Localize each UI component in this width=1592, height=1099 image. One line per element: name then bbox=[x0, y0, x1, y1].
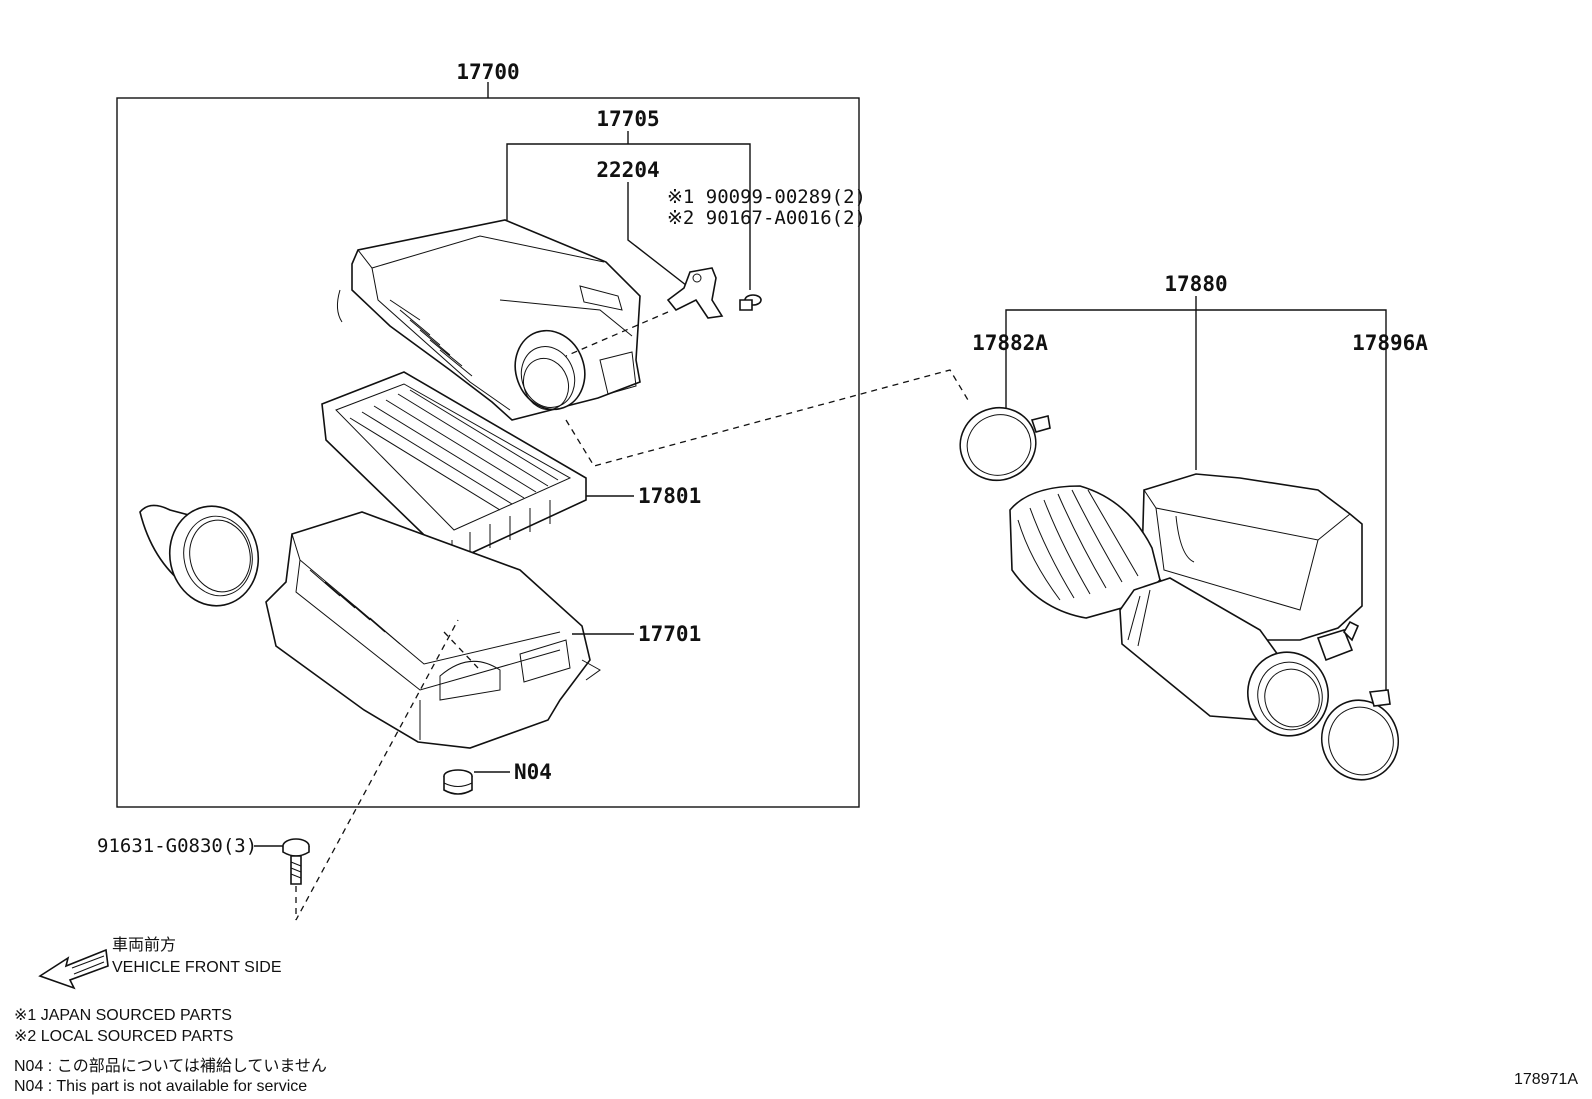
label-screw-1: ※1 90099-00289(2) bbox=[667, 186, 866, 208]
label-17880: 17880 bbox=[1164, 272, 1227, 296]
label-22204: 22204 bbox=[596, 158, 659, 182]
note-sourced-1: ※1 JAPAN SOURCED PARTS bbox=[14, 1007, 232, 1024]
cap-bracket bbox=[506, 143, 751, 290]
air-cleaner-cap bbox=[336, 219, 641, 421]
label-17701: 17701 bbox=[638, 622, 701, 646]
label-bolt: 91631-G0830(3) bbox=[97, 835, 257, 857]
front-arrow-icon bbox=[38, 948, 109, 990]
case-dashed-link bbox=[443, 631, 479, 669]
air-filter-17801 bbox=[321, 371, 587, 563]
label-17705: 17705 bbox=[596, 107, 659, 131]
label-17700: 17700 bbox=[456, 60, 519, 84]
cushion-n04 bbox=[443, 769, 473, 795]
label-17801: 17801 bbox=[638, 484, 701, 508]
note-n04-en: N04 : This part is not available for ser… bbox=[14, 1078, 307, 1095]
bolt-dashed-link bbox=[295, 619, 459, 921]
sensor-leader bbox=[627, 182, 701, 297]
note-front-jp: 車両前方 bbox=[112, 936, 176, 954]
label-17896a: 17896A bbox=[1352, 331, 1428, 355]
hose-bracket bbox=[1005, 309, 1387, 690]
label-17882a: 17882A bbox=[972, 331, 1048, 355]
inlet-ring bbox=[139, 504, 260, 607]
intake-hose-17880 bbox=[1009, 473, 1363, 737]
cap-hose-dashed-link bbox=[565, 369, 969, 467]
clamp-17882a bbox=[959, 406, 1051, 482]
label-n04: N04 bbox=[514, 760, 552, 784]
sensor-22204 bbox=[666, 267, 724, 319]
sensor-dashed-link bbox=[565, 311, 669, 357]
clamp-17896a bbox=[1320, 689, 1400, 781]
note-n04-jp: N04 : この部品については補給していません bbox=[14, 1057, 327, 1075]
label-screw-2: ※2 90167-A0016(2) bbox=[667, 207, 866, 229]
figure-id: 178971A bbox=[1514, 1071, 1578, 1088]
air-cleaner-case bbox=[265, 511, 601, 749]
bolt-icon bbox=[282, 838, 310, 885]
note-sourced-2: ※2 LOCAL SOURCED PARTS bbox=[14, 1028, 233, 1045]
screw-icon bbox=[739, 294, 762, 311]
note-front-en: VEHICLE FRONT SIDE bbox=[112, 959, 282, 976]
